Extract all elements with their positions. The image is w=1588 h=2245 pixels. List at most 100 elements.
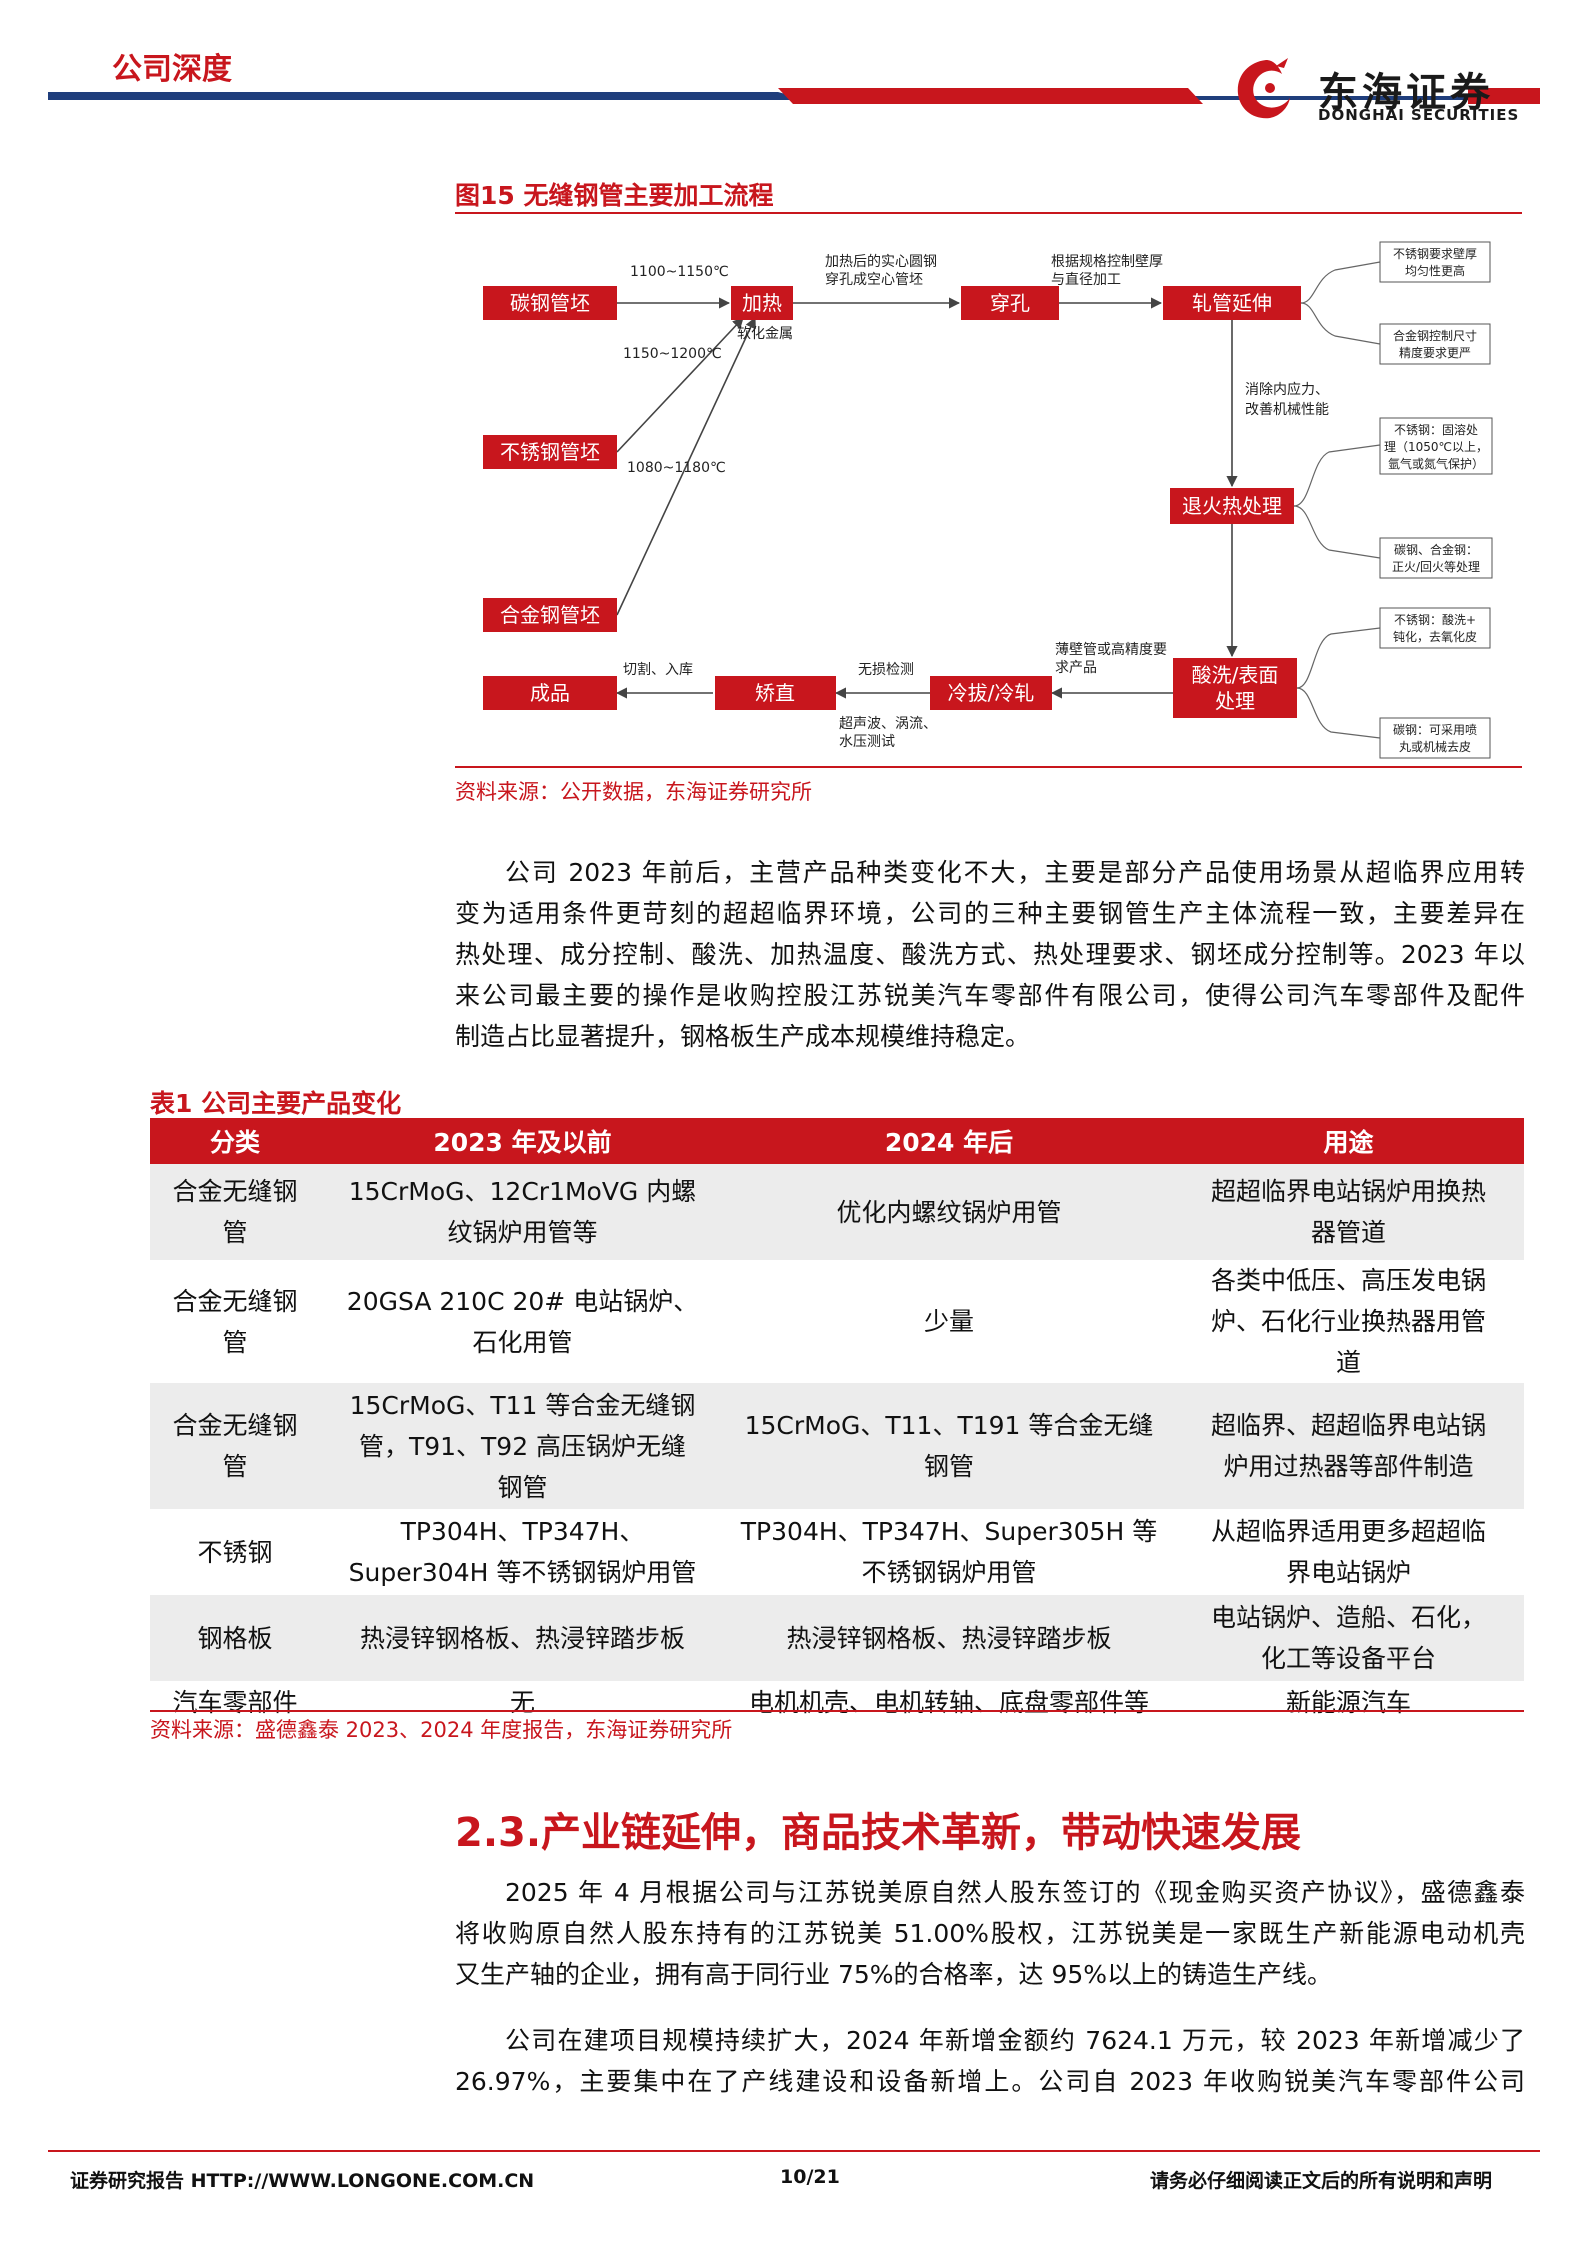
label-cold-2: 求产品: [1055, 660, 1097, 676]
box-alloy: 合金钢管坯: [483, 598, 617, 632]
cell-line: 道: [1335, 1348, 1361, 1377]
svg-text:碳钢、合金钢：: 碳钢、合金钢：: [1394, 542, 1478, 557]
svg-text:成品: 成品: [530, 681, 570, 705]
label-t2: 1150~1200℃: [623, 346, 722, 362]
table-cell: 合金无缝钢管: [150, 1383, 320, 1509]
table-cell: 15CrMoG、T11、T191 等合金无缝钢管: [725, 1383, 1173, 1509]
cell-line: 炉、石化行业换热器用管: [1210, 1307, 1486, 1336]
cell-line: 钢管: [497, 1472, 548, 1502]
cell-line: 电站锅炉、造船、石化，: [1210, 1603, 1486, 1632]
cell-line: 不锈钢锅炉用管: [861, 1558, 1037, 1587]
cell-line: 钢格板: [197, 1623, 273, 1653]
label-pierce-1: 加热后的实心圆钢: [825, 254, 937, 270]
cell-line: 20GSA 210C 20# 电站锅炉、: [346, 1286, 699, 1316]
cell-line: 电机机壳、电机转轴、底盘零部件等: [748, 1687, 1149, 1717]
footer-left: 证券研究报告 HTTP://WWW.LONGONE.COM.CN: [70, 2170, 535, 2192]
note-1: 不锈钢要求壁厚 均匀性更高: [1379, 241, 1491, 283]
cell-line: 界电站锅炉: [1285, 1558, 1411, 1587]
figure-top-rule: [455, 212, 1522, 214]
box-cold: 冷拔/冷轧: [930, 676, 1052, 710]
section-heading: 2.3.产业链延伸，商品技术革新，带动快速发展: [455, 1810, 1302, 1856]
svg-text:轧管延伸: 轧管延伸: [1192, 291, 1272, 315]
svg-text:退火热处理: 退火热处理: [1182, 494, 1282, 518]
box-pierce: 穿孔: [961, 286, 1059, 320]
label-anneal-1: 消除内应力、: [1245, 381, 1329, 398]
svg-text:合金钢控制尺寸: 合金钢控制尺寸: [1393, 328, 1477, 343]
box-stainless: 不锈钢管坯: [483, 435, 617, 469]
cell-line: 合金无缝钢: [172, 1411, 298, 1440]
svg-text:冷拔/冷轧: 冷拔/冷轧: [948, 681, 1035, 705]
table-cell: 钢格板: [150, 1595, 320, 1681]
page-number: 10/21: [780, 2166, 840, 2188]
svg-text:穿孔: 穿孔: [990, 291, 1030, 315]
para-line: 公司 2023 年前后，主营产品种类变化不大，主要是部分产品使用场景从超临界应用…: [505, 858, 1525, 887]
label-cut: 切割、入库: [623, 661, 693, 678]
cell-line: 炉用过热器等部件制造: [1223, 1452, 1474, 1481]
figure-title: 图15 无缝钢管主要加工流程: [455, 181, 774, 210]
brace-roll-top: [1300, 261, 1381, 304]
table-cell: 新能源汽车: [1173, 1681, 1524, 1723]
label-cold-1: 薄壁管或高精度要: [1055, 641, 1167, 658]
cell-line: Super304H 等不锈钢锅炉用管: [348, 1558, 697, 1587]
svg-text:合金钢管坯: 合金钢管坯: [500, 603, 600, 627]
cell-line: 新能源汽车: [1285, 1687, 1411, 1717]
svg-text:理（1050℃以上，: 理（1050℃以上，: [1384, 440, 1488, 454]
note-6: 碳钢：可采用喷 丸或机械去皮: [1379, 717, 1491, 759]
brace-pickle-top: [1296, 627, 1381, 689]
cell-line: 合金无缝钢: [172, 1177, 298, 1206]
cell-line: 少量: [923, 1307, 974, 1336]
cell-line: 15CrMoG、12Cr1MoVG 内螺: [348, 1177, 697, 1206]
table-title: 表1 公司主要产品变化: [150, 1089, 402, 1118]
label-pierce-2: 穿孔成空心管坯: [825, 272, 923, 288]
logo-text-cn: 东海证券: [1318, 70, 1494, 116]
note-3: 不锈钢：固溶处 理（1050℃以上， 氩气或氮气保护）: [1379, 417, 1493, 475]
para-line: 2025 年 4 月根据公司与江苏锐美原自然人股东签订的《现金购买资产协议》，盛…: [505, 1878, 1525, 1907]
box-anneal: 退火热处理: [1170, 488, 1294, 524]
svg-text:不锈钢要求壁厚: 不锈钢要求壁厚: [1393, 246, 1477, 261]
cell-line: 器管道: [1310, 1218, 1386, 1247]
cell-line: TP304H、TP347H、: [400, 1517, 645, 1546]
brace-anneal-bottom: [1293, 505, 1381, 559]
note-2: 合金钢控制尺寸 精度要求更严: [1379, 323, 1491, 365]
footer-rule: [48, 2150, 1540, 2152]
para-line: 热处理、成分控制、酸洗、加热温度、酸洗方式、热处理要求、钢坯成分控制等。2023…: [455, 940, 1525, 969]
label-anneal-2: 改善机械性能: [1245, 402, 1329, 418]
svg-text:处理: 处理: [1215, 689, 1255, 713]
figure-source: 资料来源：公开数据，东海证券研究所: [455, 780, 812, 804]
cell-line: 合金无缝钢: [172, 1286, 298, 1316]
para-line: 将收购原自然人股东持有的江苏锐美 51.00%股权，江苏锐美是一家既生产新能源电…: [455, 1919, 1525, 1948]
cell-line: 超超临界电站锅炉用换热: [1210, 1177, 1486, 1206]
cell-line: 纹锅炉用管等: [447, 1218, 598, 1247]
table-cell: 电机机壳、电机转轴、底盘零部件等: [725, 1681, 1173, 1723]
svg-text:氩气或氮气保护）: 氩气或氮气保护）: [1388, 456, 1484, 471]
para-line: 公司在建项目规模持续扩大，2024 年新增金额约 7624.1 万元，较 202…: [505, 2026, 1525, 2055]
label-roll-1: 根据规格控制壁厚: [1051, 254, 1163, 270]
svg-text:矫直: 矫直: [755, 681, 795, 705]
table-cell: 热浸锌钢格板、热浸锌踏步板: [725, 1595, 1173, 1681]
header-bar: [48, 88, 1540, 104]
cell-line: 优化内螺纹锅炉用管: [836, 1197, 1062, 1227]
table-row: 钢格板热浸锌钢格板、热浸锌踏步板热浸锌钢格板、热浸锌踏步板电站锅炉、造船、石化，…: [150, 1595, 1524, 1681]
note-4: 碳钢、合金钢： 正火/回火等处理: [1379, 537, 1493, 579]
arrow-alloy-heat: [616, 316, 756, 616]
label-t1: 1100~1150℃: [630, 264, 729, 280]
arrow-stainless-heat: [616, 317, 744, 453]
paragraph-acquisition: 2025 年 4 月根据公司与江苏锐美原自然人股东签订的《现金购买资产协议》，盛…: [455, 1872, 1525, 1995]
cell-line: 不锈钢: [197, 1537, 273, 1567]
dragon-logo-icon: [1237, 58, 1290, 119]
cell-line: 15CrMoG、T11 等合金无缝钢: [349, 1390, 696, 1420]
svg-text:丸或机械去皮: 丸或机械去皮: [1399, 739, 1471, 754]
logo-text-en: DONGHAI SECURITIES: [1318, 106, 1520, 124]
svg-text:不锈钢管坯: 不锈钢管坯: [500, 440, 600, 464]
box-roll: 轧管延伸: [1163, 286, 1301, 320]
para-line: 变为适用条件更苛刻的超超临界环境，公司的三种主要钢管生产主体流程一致，主要差异在: [455, 899, 1525, 928]
brace-anneal-top: [1293, 444, 1381, 507]
brace-roll-bottom: [1300, 302, 1381, 345]
paragraph-projects: 公司在建项目规模持续扩大，2024 年新增金额约 7624.1 万元，较 202…: [455, 2020, 1525, 2102]
svg-text:碳钢：可采用喷: 碳钢：可采用喷: [1393, 723, 1477, 737]
table-cell: 超超临界电站锅炉用换热器管道: [1173, 1164, 1524, 1260]
svg-text:钝化，去氧化皮: 钝化，去氧化皮: [1393, 630, 1477, 644]
label-soften: 软化金属: [737, 326, 793, 342]
